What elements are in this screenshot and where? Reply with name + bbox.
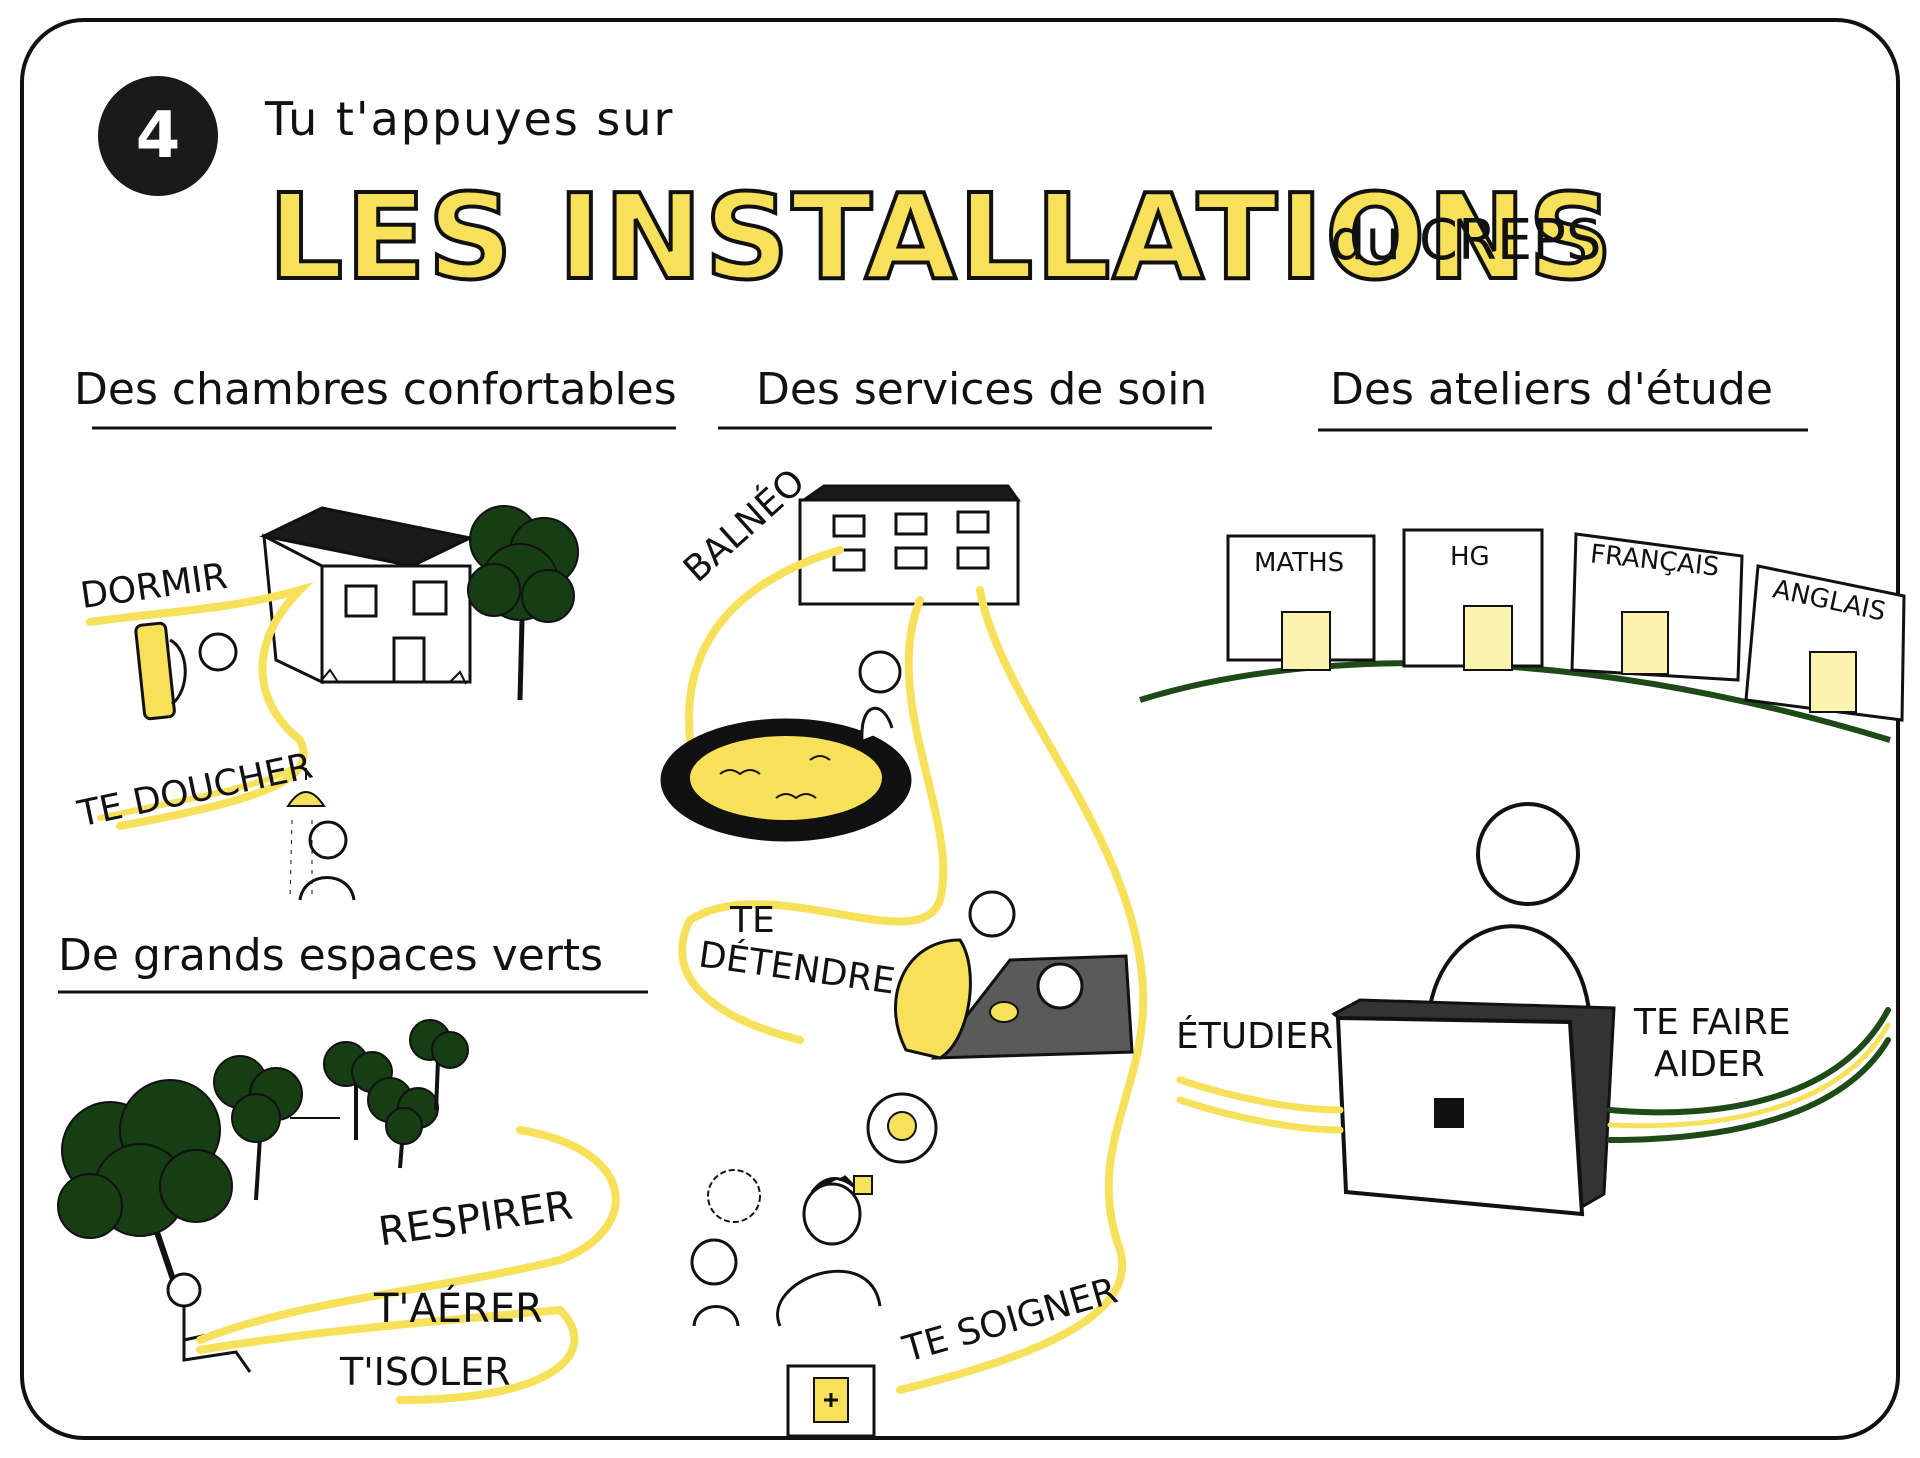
headline-title: LES INSTALLATIONS bbox=[266, 166, 1616, 308]
flow-dormir bbox=[86, 581, 314, 830]
tree-icon bbox=[57, 1079, 233, 1301]
tree-icon bbox=[323, 1041, 393, 1140]
classroom-icon bbox=[1402, 528, 1544, 671]
flow-balneo bbox=[684, 546, 844, 744]
first-aid-kit-icon bbox=[786, 1364, 876, 1438]
classroom-icon bbox=[1226, 534, 1376, 671]
tree-icon bbox=[467, 505, 579, 701]
nurse-icon bbox=[776, 1174, 882, 1327]
lightbulb-icon bbox=[866, 1092, 938, 1164]
step-number-badge: 4 bbox=[98, 76, 218, 196]
sleeping-person-icon bbox=[134, 621, 238, 721]
section-title-espaces: De grands espaces verts bbox=[58, 930, 604, 981]
tree-icon bbox=[367, 1077, 439, 1169]
room-label-maths: MATHS bbox=[1254, 548, 1345, 578]
resting-person-icon bbox=[166, 1272, 252, 1373]
action-t-aerer: T'AÉRER bbox=[374, 1286, 543, 1332]
briefcase-icon bbox=[1331, 998, 1616, 1217]
shower-icon bbox=[286, 768, 356, 901]
section-title-ateliers: Des ateliers d'étude bbox=[1330, 364, 1773, 415]
action-etudier: ÉTUDIER bbox=[1176, 1016, 1334, 1057]
flow-detendre bbox=[678, 596, 948, 1044]
room-label-hg: HG bbox=[1450, 542, 1490, 572]
house-icon bbox=[259, 506, 475, 685]
classroom-icon bbox=[1570, 532, 1744, 682]
section-title-chambres: Des chambres confortables bbox=[74, 364, 677, 415]
section-title-soin: Des services de soin bbox=[756, 364, 1208, 415]
flow-aider bbox=[1607, 1007, 1891, 1143]
flow-doucher bbox=[97, 767, 293, 821]
pool-icon bbox=[660, 650, 912, 842]
flow-aider-yellow bbox=[1607, 1022, 1891, 1129]
massage-table-icon bbox=[894, 890, 1134, 1060]
stressed-person-icon bbox=[690, 1169, 761, 1327]
flow-soigner bbox=[896, 586, 1148, 1394]
tree-icon bbox=[213, 1055, 303, 1201]
action-t-isoler: T'ISOLER bbox=[340, 1350, 511, 1394]
action-te-detendre-line1: TE bbox=[730, 900, 775, 941]
medical-building-icon bbox=[798, 484, 1021, 606]
headline-suffix: du CREPS bbox=[1330, 208, 1602, 273]
classroom-icon bbox=[1744, 564, 1906, 722]
flow-etudier bbox=[1176, 1076, 1344, 1134]
headline-intro: Tu t'appuyes sur bbox=[265, 92, 675, 146]
flow-espaces bbox=[196, 1126, 620, 1404]
action-te-faire-aider-line2: AIDER bbox=[1654, 1044, 1765, 1085]
student-icon bbox=[1426, 802, 1592, 1021]
action-te-faire-aider-line1: TE FAIRE bbox=[1634, 1002, 1791, 1043]
tree-icon bbox=[409, 1019, 469, 1111]
